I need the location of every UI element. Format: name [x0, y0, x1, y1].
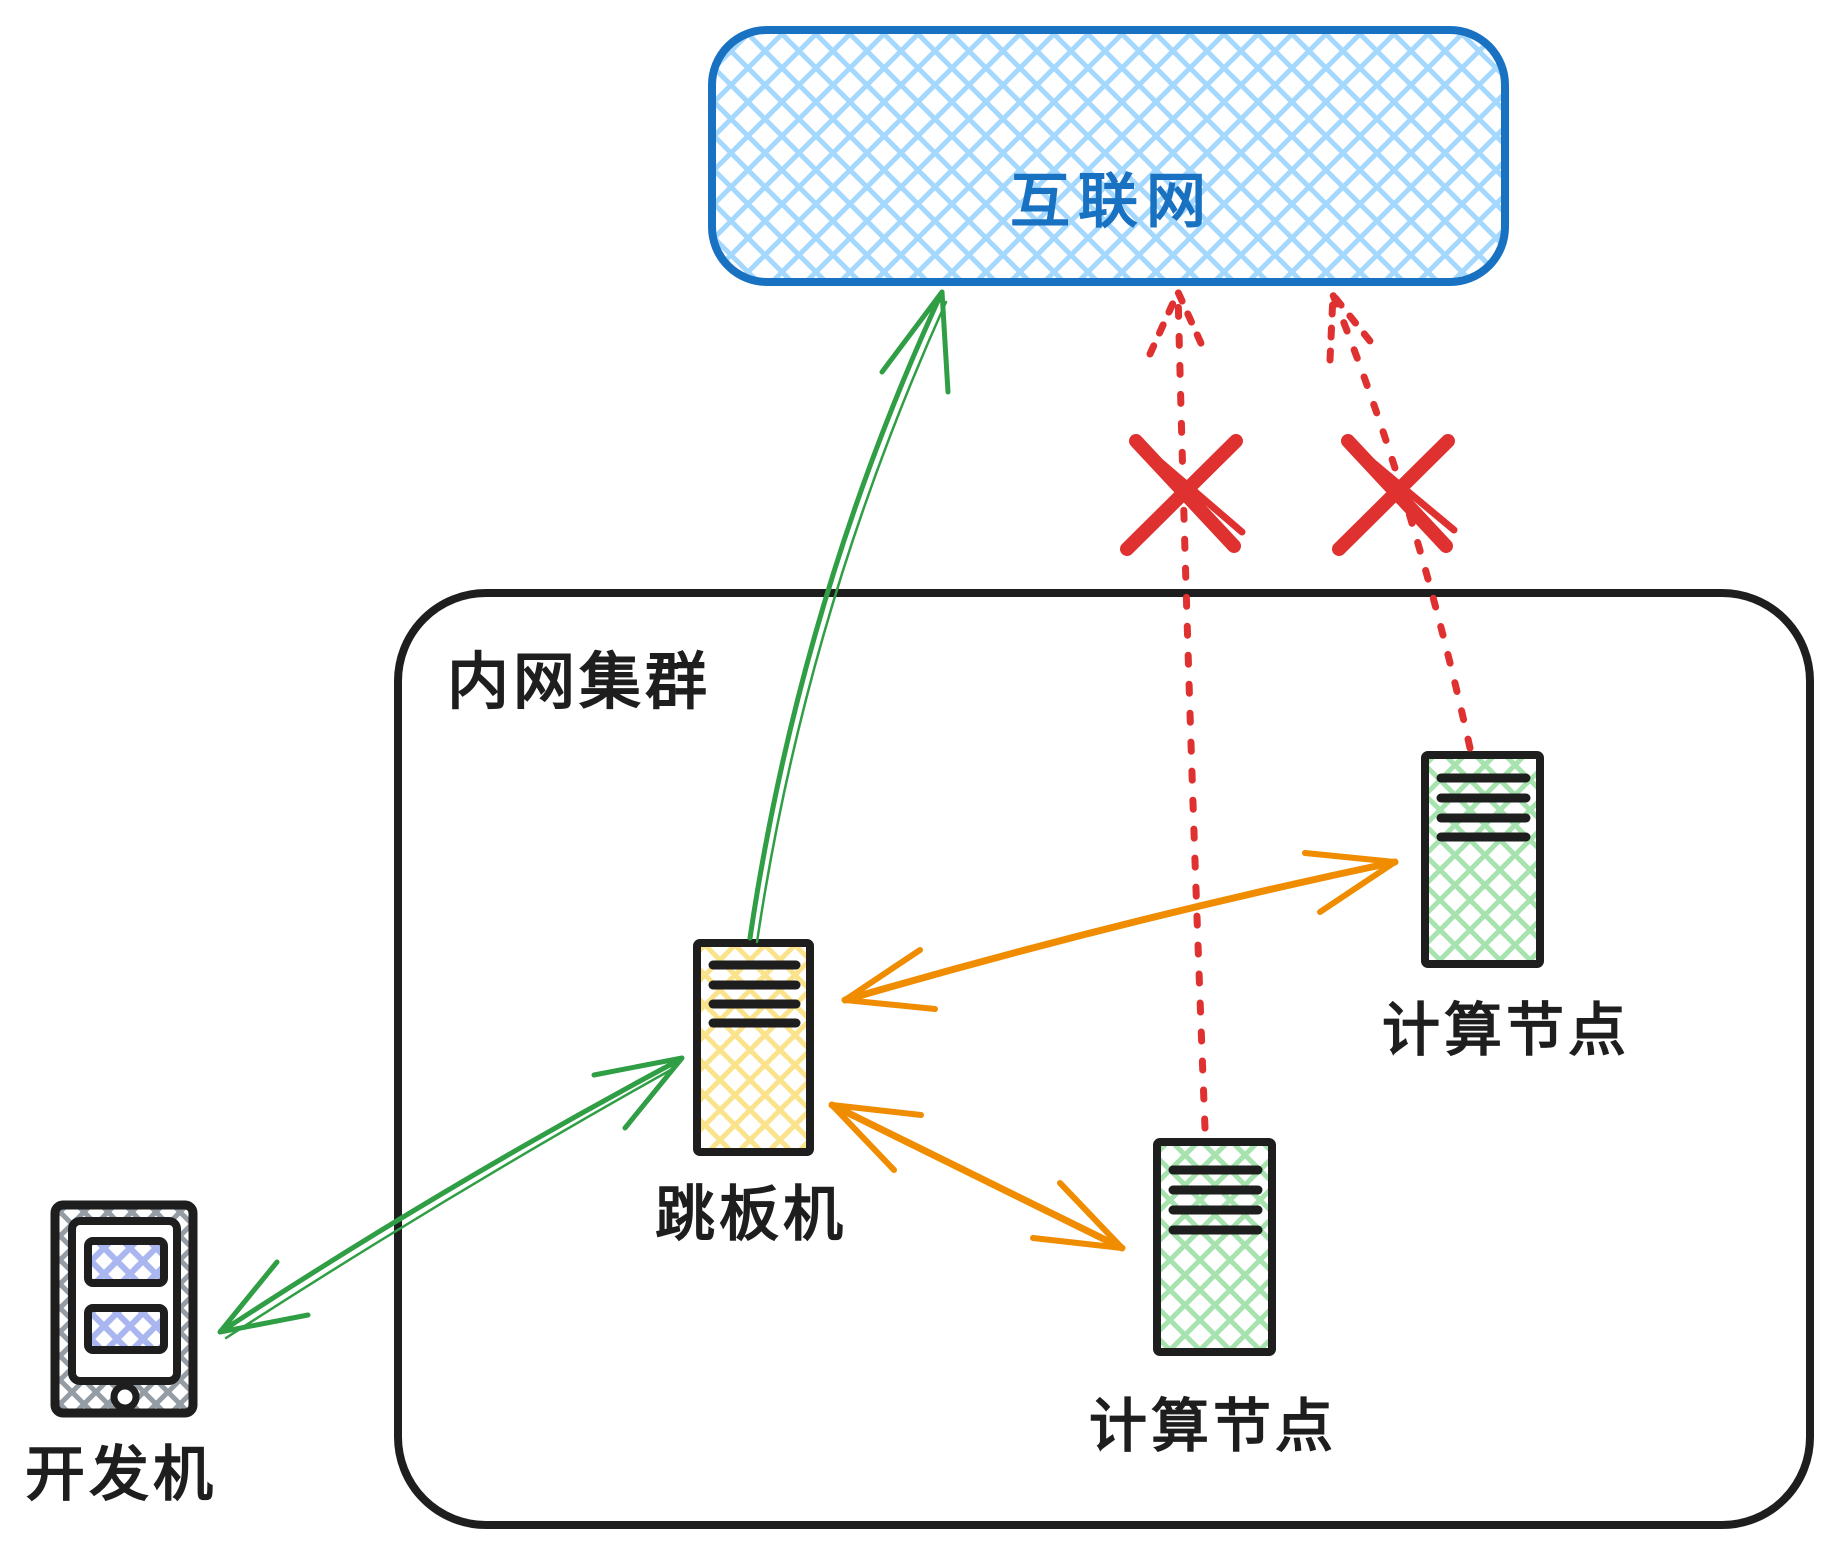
arrowhead-to-jump-lower: [829, 1102, 924, 1173]
blocked-x-icon-left: [1120, 434, 1246, 556]
compute-node-right-icon: 计算节点: [1382, 751, 1630, 1064]
compute-node-right-vents: [1436, 773, 1531, 842]
intranet-cluster-box: 内网集群: [394, 589, 1814, 1529]
compute-node-bottom-label: 计算节点: [1089, 1392, 1337, 1460]
orange-arrow-jump-to-compute-bottom: [828, 1101, 1126, 1252]
dev-machine-icon: 开发机: [25, 1200, 217, 1510]
arrowhead-to-dev: [217, 1259, 311, 1335]
green-arrow-jump-to-internet: [747, 289, 951, 944]
blocked-x-icon-right: [1332, 434, 1458, 556]
jump-server-vents: [708, 960, 801, 1028]
red-blocked-arrow-compute-bottom: [1146, 288, 1209, 1132]
compute-node-bottom-icon: 计算节点: [1089, 1138, 1337, 1460]
internet-box: 互联网: [708, 26, 1509, 286]
internet-label: 互联网: [1010, 167, 1214, 237]
dev-machine-window-top: [84, 1237, 168, 1287]
jump-server-icon: 跳板机: [655, 939, 847, 1250]
compute-node-right-body: [1421, 751, 1544, 968]
compute-node-bottom-vents: [1168, 1165, 1263, 1235]
arrowhead-to-internet: [879, 289, 951, 395]
dev-machine-home-button: [110, 1382, 140, 1412]
arrowhead-to-jump: [591, 1055, 685, 1131]
compute-node-right-label: 计算节点: [1382, 996, 1630, 1064]
red-blocked-arrow-compute-right: [1326, 291, 1474, 752]
blocked-arrowhead-right: [1326, 291, 1378, 364]
jump-server-label: 跳板机: [655, 1180, 847, 1250]
arrowhead-to-jump-upper: [842, 947, 938, 1012]
arrowhead-to-compute-right: [1302, 850, 1398, 915]
dev-machine-label: 开发机: [25, 1440, 217, 1510]
dev-machine-window-bottom: [84, 1304, 168, 1354]
green-arrow-dev-to-jump: [217, 1055, 685, 1340]
arrowhead-to-compute-bottom: [1030, 1180, 1125, 1251]
internet-box-shape: [708, 26, 1509, 286]
intranet-cluster-shape: [394, 589, 1814, 1529]
intranet-cluster-label: 内网集群: [447, 645, 711, 718]
jump-server-body: [693, 939, 814, 1156]
orange-arrow-jump-to-compute-right: [841, 850, 1399, 1012]
blocked-arrowhead-left: [1146, 288, 1208, 358]
